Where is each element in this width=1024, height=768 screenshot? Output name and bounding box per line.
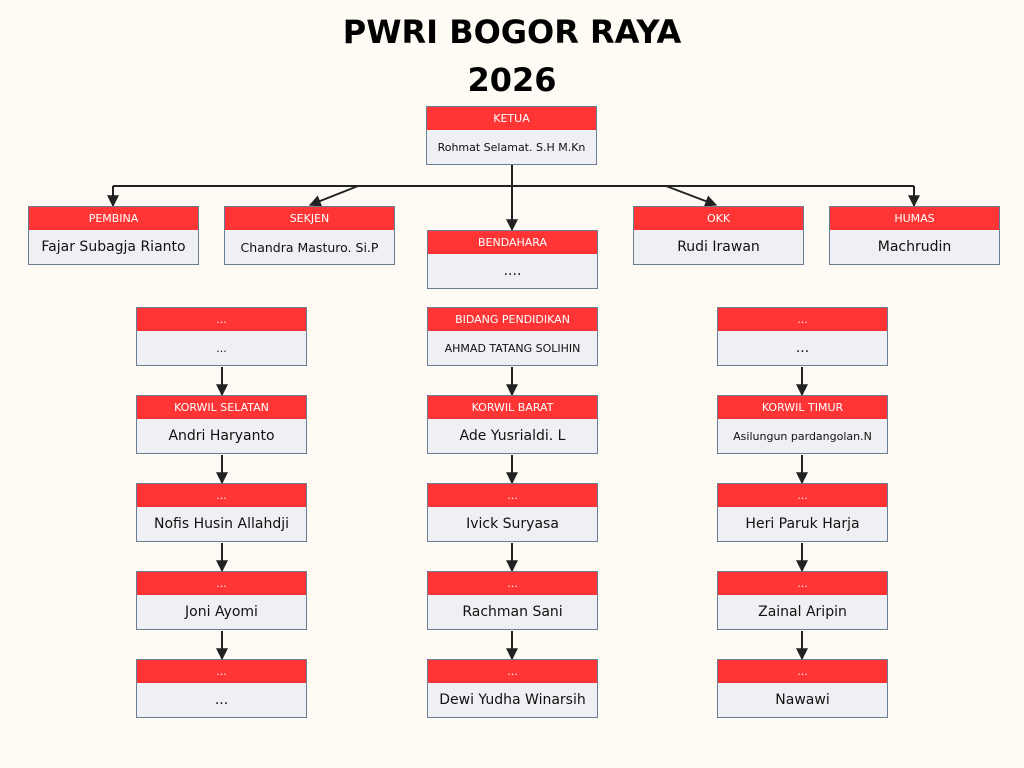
box-barat-1: ... Ivick Suryasa — [427, 483, 598, 542]
box-role: KETUA — [427, 107, 596, 130]
box-person: Ade Yusrialdi. L — [459, 428, 566, 444]
box-person: Zainal Aripin — [758, 604, 847, 620]
box-role: ... — [428, 660, 597, 683]
box-person: Fajar Subagja Rianto — [41, 239, 186, 255]
box-person: ... — [216, 341, 227, 355]
box-role: OKK — [634, 207, 803, 230]
box-korwil-selatan: KORWIL SELATAN Andri Haryanto — [136, 395, 307, 454]
box-person: Chandra Masturo. Si.P — [240, 239, 379, 255]
box-person: Heri Paruk Harja — [745, 516, 860, 532]
box-korwil-timur: KORWIL TIMUR Asilungun pardangolan.N — [717, 395, 888, 454]
box-person: AHMAD TATANG SOLIHIN — [444, 341, 581, 355]
box-person: Rachman Sani — [462, 604, 563, 620]
box-role: PEMBINA — [29, 207, 198, 230]
box-role: KORWIL TIMUR — [718, 396, 887, 419]
box-selatan-2: ... Joni Ayomi — [136, 571, 307, 630]
box-right-top: ... ... — [717, 307, 888, 366]
box-person: Nawawi — [775, 692, 830, 708]
chart-year: 2026 — [467, 61, 557, 99]
box-role: ... — [137, 572, 306, 595]
box-timur-2: ... Zainal Aripin — [717, 571, 888, 630]
box-pembina: PEMBINA Fajar Subagja Rianto — [28, 206, 199, 265]
box-role: KORWIL SELATAN — [137, 396, 306, 419]
box-role: BENDAHARA — [428, 231, 597, 254]
arrow-okk — [665, 185, 718, 207]
box-role: ... — [137, 660, 306, 683]
box-role: ... — [428, 484, 597, 507]
box-role: KORWIL BARAT — [428, 396, 597, 419]
box-role: HUMAS — [830, 207, 999, 230]
box-timur-3: ... Nawawi — [717, 659, 888, 718]
box-role: SEKJEN — [225, 207, 394, 230]
box-barat-3: ... Dewi Yudha Winarsih — [427, 659, 598, 718]
box-bidang-pendidikan: BIDANG PENDIDIKAN AHMAD TATANG SOLIHIN — [427, 307, 598, 366]
box-role: ... — [137, 484, 306, 507]
box-person: Asilungun pardangolan.N — [733, 429, 872, 443]
box-role: ... — [718, 572, 887, 595]
box-person: Ivick Suryasa — [466, 516, 559, 532]
chart-title: PWRI BOGOR RAYA — [342, 13, 682, 51]
box-person: ... — [214, 692, 229, 708]
box-ketua: KETUA Rohmat Selamat. S.H M.Kn — [426, 106, 597, 165]
box-person: .... — [503, 263, 522, 279]
box-bendahara: BENDAHARA .... — [427, 230, 598, 289]
box-okk: OKK Rudi Irawan — [633, 206, 804, 265]
box-person: ... — [795, 340, 810, 356]
box-person: Machrudin — [877, 239, 952, 255]
box-timur-1: ... Heri Paruk Harja — [717, 483, 888, 542]
box-sekjen: SEKJEN Chandra Masturo. Si.P — [224, 206, 395, 265]
box-barat-2: ... Rachman Sani — [427, 571, 598, 630]
box-role: ... — [137, 308, 306, 331]
box-selatan-1: ... Nofis Husin Allahdji — [136, 483, 307, 542]
box-person: Rudi Irawan — [677, 239, 760, 255]
box-role: BIDANG PENDIDIKAN — [428, 308, 597, 331]
box-role: ... — [718, 660, 887, 683]
box-role: ... — [718, 484, 887, 507]
box-korwil-barat: KORWIL BARAT Ade Yusrialdi. L — [427, 395, 598, 454]
box-role: ... — [718, 308, 887, 331]
box-left-top: ... ... — [136, 307, 307, 366]
box-role: ... — [428, 572, 597, 595]
box-humas: HUMAS Machrudin — [829, 206, 1000, 265]
box-selatan-3: ... ... — [136, 659, 307, 718]
box-person: Joni Ayomi — [185, 604, 258, 620]
box-person: Nofis Husin Allahdji — [154, 516, 289, 532]
box-person: Rohmat Selamat. S.H M.Kn — [437, 140, 586, 154]
arrow-sekjen — [308, 185, 359, 207]
box-person: Andri Haryanto — [168, 428, 275, 444]
box-person: Dewi Yudha Winarsih — [439, 692, 586, 708]
